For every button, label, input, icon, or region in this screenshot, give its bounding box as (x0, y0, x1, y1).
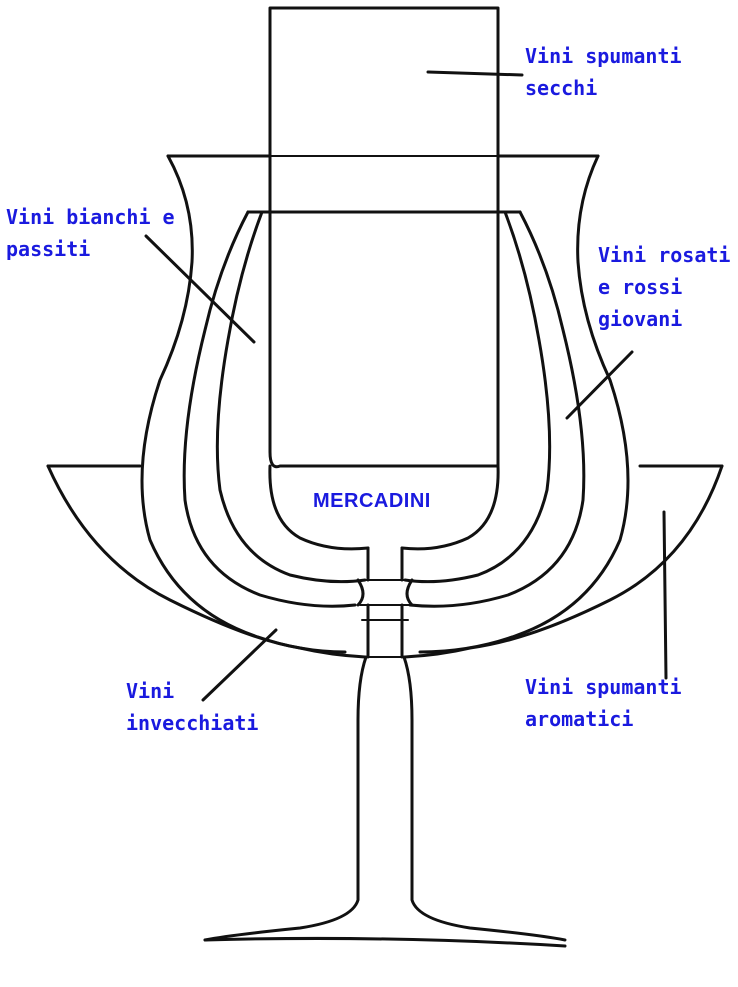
inner-bowl-middle (215, 210, 552, 584)
pointer-spumanti-secchi (426, 70, 524, 77)
pointer-rosati-rossi (565, 350, 634, 420)
label-line: secchi (525, 76, 598, 100)
label-line: Vini bianchi e (6, 205, 175, 229)
label-spumanti-aromatici: Vini spumanti aromatici (525, 671, 682, 735)
label-spumanti-secchi: Vini spumanti secchi (525, 40, 682, 104)
tulip-glass-outline (140, 154, 630, 654)
inner-bowl-small (268, 464, 500, 551)
flute-glass-outline (268, 6, 500, 469)
inner-bowl-outer (182, 210, 586, 608)
label-line: aromatici (525, 707, 634, 731)
label-line: giovani (598, 307, 683, 331)
label-line: Vini spumanti (525, 675, 682, 699)
label-line: Vini rosati (598, 243, 731, 267)
brand-label: MERCADINI (313, 490, 431, 512)
pointer-bianchi-passiti (144, 234, 256, 344)
label-rosati-rossi: Vini rosati e rossi giovani (598, 239, 730, 335)
pointer-invecchiati (201, 628, 278, 702)
label-line: passiti (6, 237, 91, 261)
label-line: invecchiati (126, 711, 259, 735)
stem-and-foot (203, 655, 567, 948)
pointer-spumanti-aromatici (662, 510, 668, 680)
stem-knots (356, 546, 414, 659)
label-line: Vini (126, 679, 175, 703)
label-bianchi-passiti: Vini bianchi e passiti (6, 201, 175, 265)
label-invecchiati: Vini invecchiati (126, 675, 258, 739)
coupe-glass-outline (46, 464, 724, 659)
label-line: Vini spumanti (525, 44, 682, 68)
pointer-lines (144, 70, 668, 702)
label-line: e rossi (598, 275, 683, 299)
